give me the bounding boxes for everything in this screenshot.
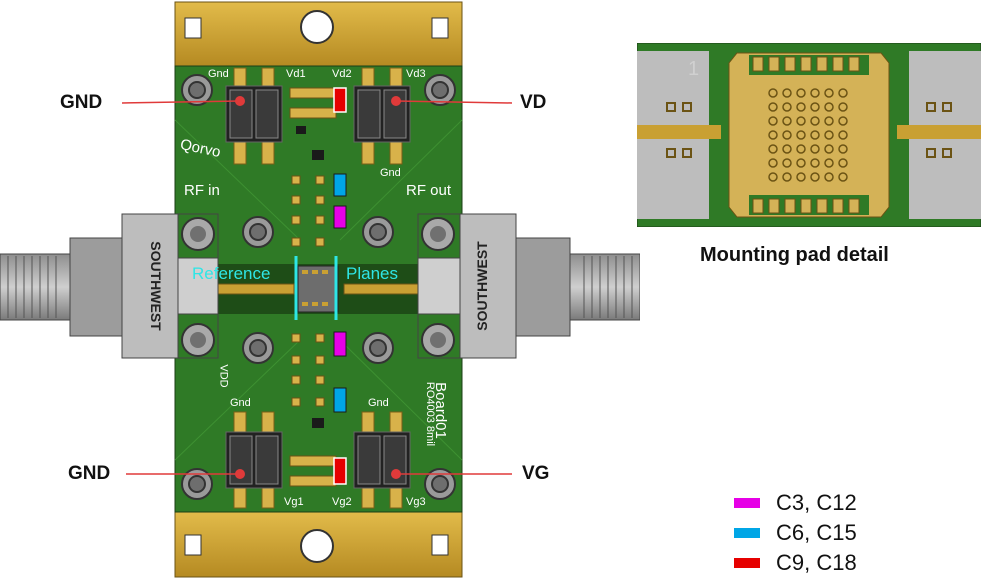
connector-label-right: SOUTHWEST	[474, 241, 490, 331]
component-footprints	[289, 87, 337, 487]
legend-item-2: C9, C18	[734, 548, 857, 578]
callout-gnd-top: GND	[60, 92, 103, 113]
silk-rf-out: RF out	[406, 182, 452, 199]
mounting-pin1-label: 1	[688, 58, 700, 80]
callout-dot-vd	[391, 96, 401, 106]
label-planes: Planes	[346, 264, 398, 283]
silk-vg2: Vg2	[332, 496, 352, 508]
sma-connector-left	[0, 213, 219, 359]
pcb-screws	[181, 74, 456, 500]
callout-vg: VG	[522, 463, 550, 484]
callout-line-vd	[395, 100, 513, 104]
capacitor-c15-bottom	[333, 387, 347, 413]
silk-vdd: VDD	[217, 364, 230, 388]
board-diagram	[0, 1, 640, 578]
callout-gnd-bottom: GND	[68, 463, 111, 484]
carrier-screw-tl	[184, 17, 202, 39]
silk-gnd-br: Gnd	[368, 397, 389, 409]
callout-line-gnd-top	[121, 100, 241, 104]
mounting-pad-detail	[637, 43, 981, 227]
mount-hole-top	[300, 10, 334, 44]
carrier-screw-tr	[431, 17, 449, 39]
legend-swatch-2	[734, 558, 760, 568]
silk-gnd-tl: Gnd	[208, 68, 229, 80]
callout-dot-vg	[391, 469, 401, 479]
legend-label-2: C9, C18	[776, 550, 857, 575]
silk-vg3: Vg3	[406, 496, 426, 508]
carrier-screw-br	[431, 534, 449, 556]
capacitor-c6-top	[333, 173, 347, 197]
legend-swatch-1	[734, 528, 760, 538]
silk-rf-in: RF in	[184, 182, 220, 199]
label-reference: Reference	[192, 264, 271, 283]
connector-label-left: SOUTHWEST	[148, 241, 164, 331]
silk-vd1: Vd1	[286, 68, 306, 80]
capacitor-legend: C3, C12 C6, C15 C9, C18	[734, 488, 857, 578]
silk-gnd-tr: Gnd	[380, 167, 401, 179]
silk-material: RO4003 8mil	[424, 381, 437, 447]
legend-label-0: C3, C12	[776, 490, 857, 515]
carrier-screw-bl	[184, 534, 202, 556]
mounting-pad-title: Mounting pad detail	[700, 244, 889, 266]
callout-dot-gnd-top	[235, 96, 245, 106]
legend-label-1: C6, C15	[776, 520, 857, 545]
silk-vg1: Vg1	[284, 496, 304, 508]
silk-gnd-bl: Gnd	[230, 397, 251, 409]
callout-dot-gnd-bottom	[235, 469, 245, 479]
sma-connector-right	[417, 213, 640, 359]
capacitor-c18-bottom	[333, 457, 347, 485]
legend-swatch-0	[734, 498, 760, 508]
legend-item-1: C6, C15	[734, 518, 857, 548]
capacitor-c12-bottom	[333, 331, 347, 357]
mount-hole-bottom	[300, 529, 334, 563]
capacitor-c9-top	[333, 87, 347, 113]
silk-vd3: Vd3	[406, 68, 426, 80]
capacitor-c3-top	[333, 205, 347, 229]
silk-vd2: Vd2	[332, 68, 352, 80]
callout-vd: VD	[520, 92, 547, 113]
legend-item-0: C3, C12	[734, 488, 857, 518]
